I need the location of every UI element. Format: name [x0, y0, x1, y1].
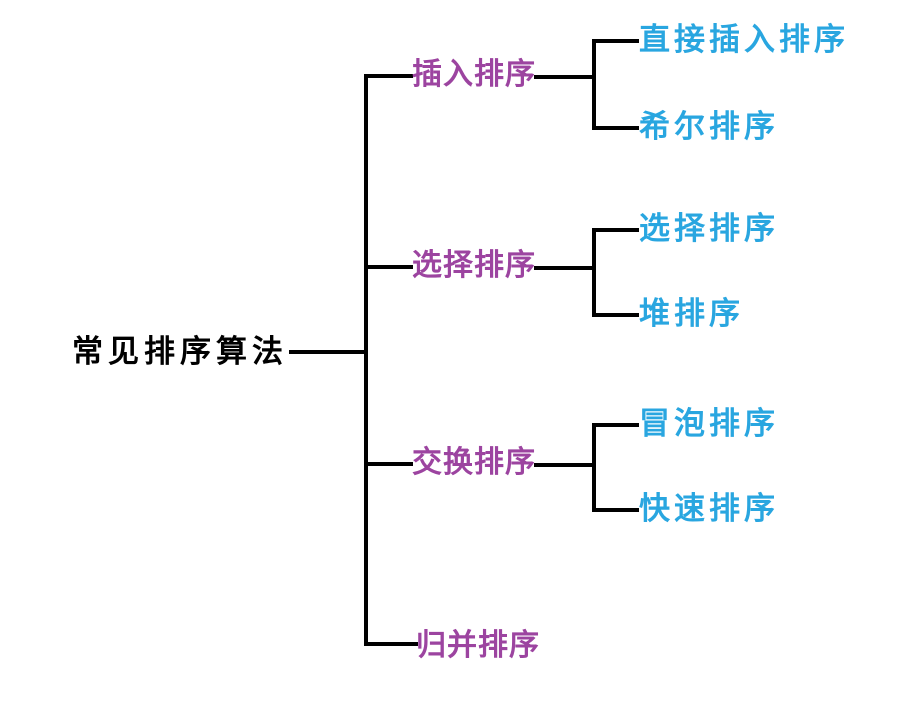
node-insertion-sort-category: 插入排序: [412, 58, 536, 91]
child-bracket-line-insertion: [592, 39, 639, 130]
node-selection-sort: 选择排序: [639, 211, 779, 246]
node-selection-sort-category: 选择排序: [412, 249, 536, 282]
node-bubble-sort: 冒泡排序: [639, 406, 779, 441]
node-merge-sort: 归并排序: [416, 629, 540, 662]
node-root-common-sorting-algorithms: 常见排序算法: [72, 334, 288, 369]
node-shell-sort: 希尔排序: [639, 109, 779, 144]
node-heap-sort: 堆排序: [639, 296, 744, 331]
node-exchange-sort-category: 交换排序: [412, 446, 536, 479]
node-quick-sort: 快速排序: [639, 491, 779, 526]
child-bracket-line-selection: [592, 228, 639, 317]
node-direct-insertion-sort: 直接插入排序: [639, 22, 849, 57]
child-bracket-line-exchange: [592, 423, 639, 512]
